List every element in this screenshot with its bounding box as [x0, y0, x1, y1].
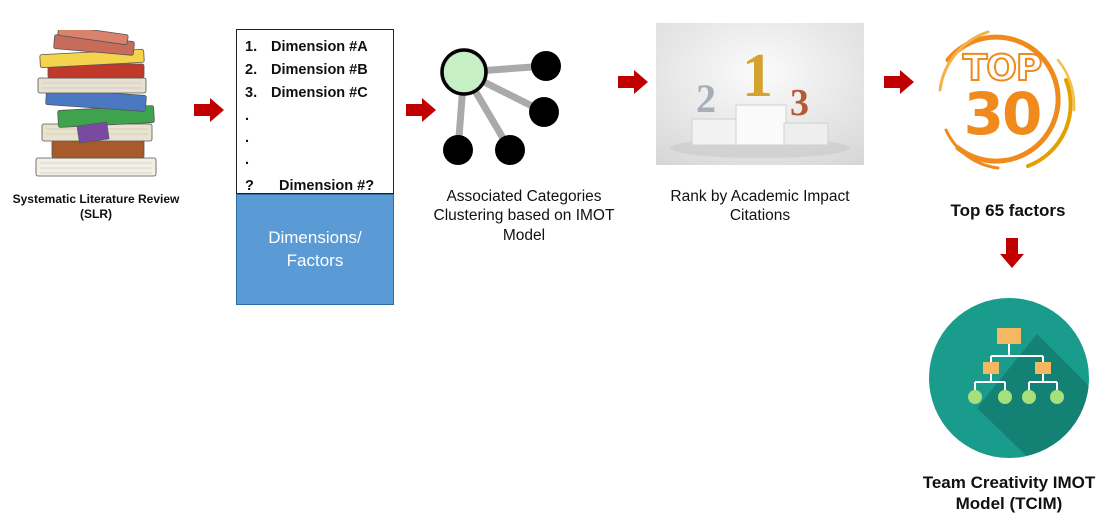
list-item-last: ?Dimension #? [245, 178, 375, 194]
list-item: 2. Dimension #B [245, 62, 368, 78]
ellipsis-dot: . [245, 130, 250, 146]
dimension-list: 1. Dimension #A 2. Dimension #B 3. Dimen… [236, 29, 394, 194]
top-factors-caption: Top 65 factors [950, 201, 1066, 220]
org-chart-icon [929, 298, 1089, 458]
ellipsis-dot: . [245, 108, 250, 124]
rank-caption: Rank by Academic Impact Citations [670, 188, 850, 225]
arrow-right-icon [406, 98, 436, 122]
arrow-right-icon [194, 98, 224, 122]
podium-second: 2 [696, 76, 716, 121]
podium-third: 3 [790, 82, 809, 124]
network-cluster-icon [440, 48, 561, 165]
list-item: 3. Dimension #C [245, 85, 368, 101]
arrow-down-icon [1000, 238, 1024, 268]
arrow-right-icon [618, 70, 648, 94]
book-stack-icon [35, 30, 157, 177]
ellipsis-dot: . [245, 152, 250, 168]
clustering-caption: Associated Categories Clustering based o… [433, 188, 615, 244]
dimensions-factors-label: Dimensions/ Factors [268, 227, 362, 270]
podium-first: 1 [742, 42, 773, 110]
arrow-right-icon [884, 70, 914, 94]
podium-icon: 2 1 3 [656, 23, 864, 165]
tcim-caption: Team Creativity IMOT Model (TCIM) [922, 473, 1096, 514]
list-item: 1. Dimension #A [245, 39, 368, 55]
dimensions-factors-box: Dimensions/ Factors [236, 194, 394, 305]
top-word: TOP [962, 47, 1044, 90]
top-number: 30 [963, 80, 1043, 148]
slr-caption: Systematic Literature Review (SLR) [12, 192, 180, 221]
top-badge-icon: TOP 30 [918, 20, 1086, 180]
